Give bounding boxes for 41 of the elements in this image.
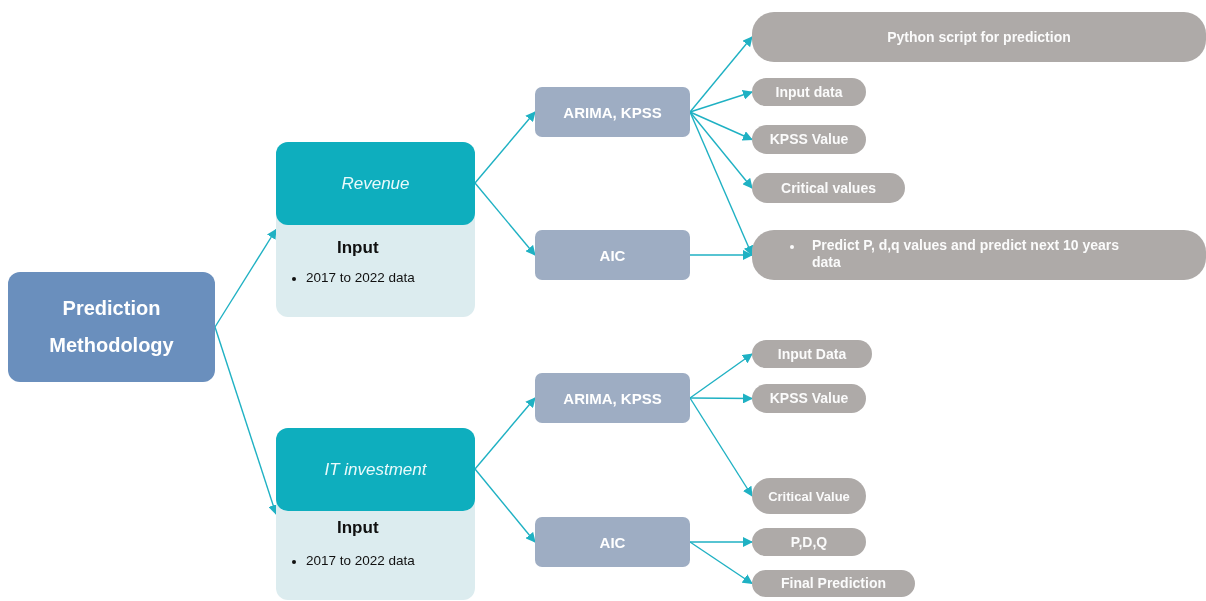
arrow [689,250,753,260]
output-pill [752,230,1206,280]
output-pill: Critical Value [752,478,866,514]
output-pill: Final Prediction [752,570,915,597]
output-pill: KPSS Value [752,125,866,154]
arrow [214,326,278,515]
method-box: ARIMA, KPSS [535,373,690,423]
method-box: Prediction Methodology [8,272,215,382]
arrow [689,111,753,141]
output-pill: Critical values [752,173,905,203]
arrow [689,36,753,113]
arrow [689,397,753,497]
card-header: Revenue [276,142,475,225]
arrow [689,353,753,399]
arrow [689,537,753,547]
output-pill: KPSS Value [752,384,866,413]
node-text: Predict P, d,q values and predict next 10 years data [812,237,1121,271]
arrow [689,90,753,113]
output-pill: Python script for prediction [752,12,1206,62]
output-pill: Input data [752,78,866,106]
arrow [474,182,536,256]
category-card [276,428,475,600]
output-pill: Input Data [752,340,872,368]
arrow [689,111,753,189]
card-header: IT investment [276,428,475,511]
bullet-item: 2017 to 2022 data [306,270,415,285]
bullet-item: 2017 to 2022 data [306,553,415,568]
input-heading: Input [337,518,379,538]
method-box: AIC [535,230,690,280]
method-box: ARIMA, KPSS [535,87,690,137]
arrow [474,111,536,184]
arrow [689,111,753,256]
arrow [689,541,753,585]
output-pill: P,D,Q [752,528,866,556]
arrow [689,393,753,404]
arrow [474,397,536,470]
method-box: AIC [535,517,690,567]
input-heading: Input [337,238,379,258]
arrow [474,468,536,543]
arrow [214,228,277,328]
category-card [276,142,475,317]
